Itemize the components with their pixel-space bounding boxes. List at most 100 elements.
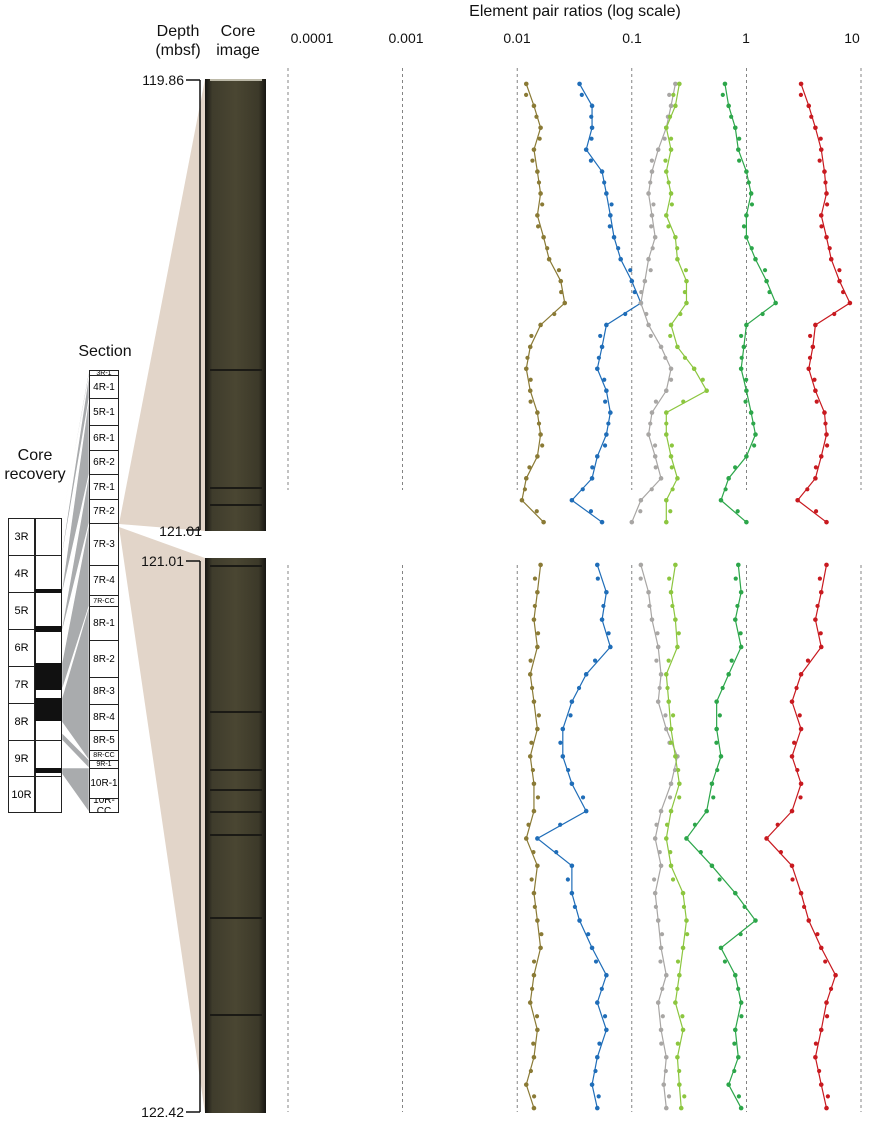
data-point-red (828, 256, 834, 262)
data-point-olive (534, 114, 539, 119)
data-point-olive (538, 432, 543, 437)
data-point-gray (668, 781, 674, 787)
core-recovery-header-line1: Core (17, 447, 53, 464)
data-point-gray (658, 945, 664, 951)
data-point-olive (534, 1014, 540, 1019)
data-point-lime (663, 497, 669, 503)
data-point-gray (650, 246, 655, 251)
data-point-green (737, 158, 742, 163)
data-point-lime (673, 1000, 678, 1005)
data-point-blue (628, 268, 633, 273)
data-point-lime (663, 836, 669, 841)
data-point-olive (524, 92, 529, 97)
data-point-blue (577, 918, 582, 923)
data-point-lime (691, 366, 697, 372)
data-point-green (722, 959, 728, 964)
data-point-olive (536, 421, 542, 426)
data-point-blue (566, 767, 571, 773)
data-point-olive (532, 904, 537, 909)
data-point-gray (658, 476, 664, 481)
data-point-red (795, 767, 800, 773)
data-point-blue (569, 863, 575, 869)
data-point-blue (568, 713, 573, 718)
data-point-green (733, 576, 738, 581)
data-point-lime (682, 289, 687, 295)
data-point-red (790, 877, 795, 882)
series-line-red (796, 83, 851, 523)
data-point-gray (649, 169, 655, 174)
data-point-lime (671, 92, 676, 97)
data-point-red (795, 497, 800, 503)
data-point-red (832, 311, 837, 317)
data-point-olive (532, 1094, 537, 1099)
data-point-red (813, 476, 818, 481)
depth-header-unit: (mbsf) (155, 42, 201, 59)
data-point-gray (663, 355, 668, 360)
data-point-green (738, 932, 743, 937)
data-point-blue (604, 191, 609, 196)
data-point-olive (530, 767, 536, 773)
data-point-red (813, 1054, 818, 1060)
data-point-olive (562, 300, 568, 306)
section-header: Section (78, 343, 132, 360)
data-point-green (744, 213, 749, 218)
data-point-red (818, 454, 824, 459)
data-point-blue (597, 1041, 602, 1046)
data-point-olive (535, 644, 540, 650)
data-point-lime (673, 754, 678, 759)
data-point-gray (652, 877, 657, 882)
data-point-red (818, 1082, 824, 1087)
data-point-lime (667, 114, 673, 119)
data-point-olive (545, 246, 550, 251)
data-point-green (738, 589, 744, 595)
data-point-green (717, 877, 722, 882)
depth-header-label: Depth (156, 23, 200, 40)
data-point-olive (528, 399, 533, 404)
data-point-olive (530, 986, 535, 992)
data-point-green (726, 476, 731, 481)
data-point-gray (655, 644, 661, 650)
data-point-olive (538, 322, 543, 328)
data-point-blue (583, 808, 589, 814)
series-line-green (685, 564, 757, 1109)
data-point-olive (531, 959, 537, 964)
data-point-green (736, 562, 741, 568)
data-point-blue (595, 1000, 600, 1005)
data-point-lime (673, 562, 678, 568)
data-point-green (715, 767, 720, 773)
data-point-lime (666, 699, 672, 704)
data-point-lime (682, 1094, 687, 1099)
data-point-blue (589, 476, 595, 481)
data-point-green (748, 410, 754, 415)
data-point-red (778, 850, 783, 855)
data-point-green (726, 1082, 731, 1087)
data-point-blue (569, 781, 575, 787)
data-point-lime (663, 410, 669, 415)
data-point-green (742, 904, 747, 909)
data-point-olive (531, 1105, 537, 1111)
data-point-blue (606, 421, 611, 426)
data-point-green (767, 289, 772, 295)
data-point-green (748, 191, 754, 196)
data-point-blue (579, 92, 584, 97)
data-point-blue (596, 1094, 601, 1099)
data-point-red (805, 658, 811, 663)
x-tick-label: 0.001 (388, 30, 424, 46)
data-point-gray (655, 631, 660, 636)
data-point-blue (629, 278, 635, 284)
data-point-olive (527, 465, 532, 470)
data-point-gray (657, 685, 662, 691)
data-point-red (825, 1094, 830, 1099)
data-point-lime (669, 465, 674, 470)
data-point-red (789, 863, 795, 869)
data-point-green (732, 972, 738, 978)
data-point-red (823, 421, 828, 426)
data-point-lime (668, 726, 674, 732)
data-point-blue (608, 213, 613, 218)
data-point-red (818, 136, 823, 141)
data-point-gray (638, 509, 643, 514)
data-point-blue (608, 410, 613, 415)
data-point-red (798, 726, 804, 732)
data-point-olive (535, 169, 540, 174)
data-point-blue (604, 1027, 609, 1033)
